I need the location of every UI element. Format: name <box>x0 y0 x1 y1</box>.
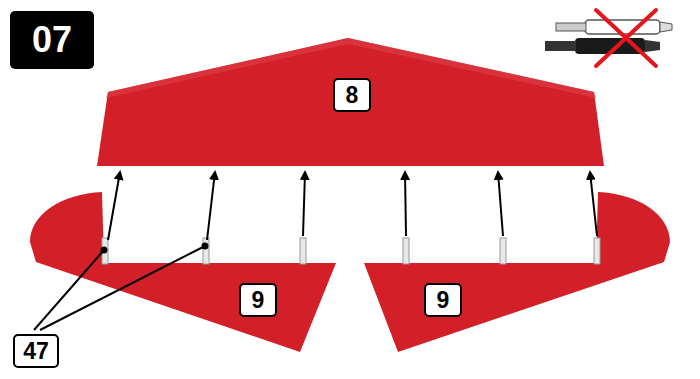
elevator-part <box>364 192 670 352</box>
step-number-text: 07 <box>32 22 72 58</box>
step-number: 07 <box>10 11 94 69</box>
callout-number-text: 47 <box>23 340 49 363</box>
leader-lines <box>34 246 205 330</box>
part-number-text: 9 <box>252 289 265 312</box>
part-number-text: 9 <box>437 289 450 312</box>
part-number: 9 <box>424 283 462 317</box>
callout-number: 47 <box>13 334 59 368</box>
leader-dot <box>202 243 209 250</box>
elevator-part <box>30 192 336 352</box>
no-glue-icon <box>545 10 672 66</box>
part-number: 8 <box>333 78 371 112</box>
part-number: 9 <box>239 283 277 317</box>
assembly-arrows <box>108 172 597 240</box>
stabilizer-part <box>97 38 604 166</box>
part-number-text: 8 <box>346 84 359 107</box>
leader-dot <box>101 247 108 254</box>
